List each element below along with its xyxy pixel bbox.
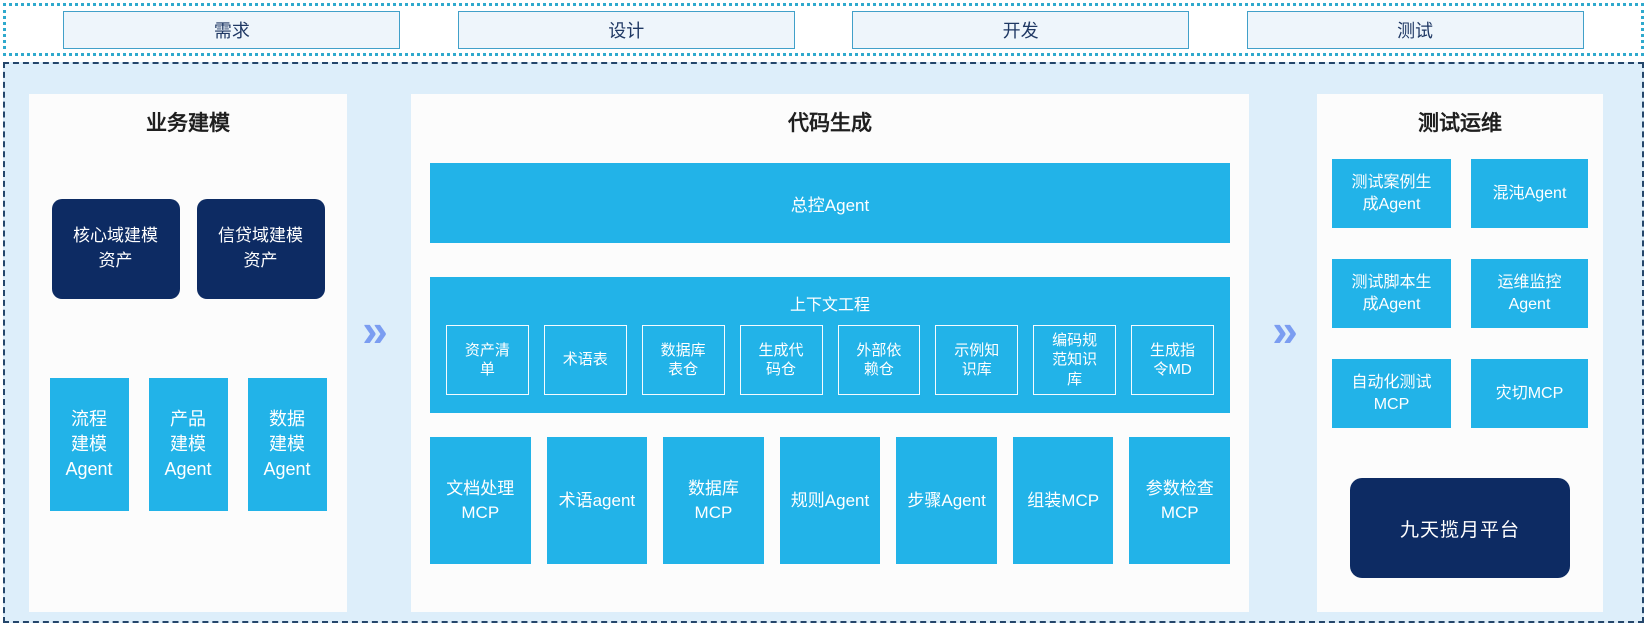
test-ops-box: 测试案例生 成Agent [1332,159,1451,228]
phase-strip: 需求 设计 开发 测试 [3,3,1644,56]
context-item-box: 示例知 识库 [935,325,1019,395]
phase-box: 开发 [852,10,1190,49]
context-item-label: 外部依 赖仓 [856,341,902,379]
tool-box: 组装MCP [1012,437,1114,564]
code-generation-title: 代码生成 [788,112,872,135]
phase-label: 开发 [1002,20,1039,41]
modeling-asset-box: 核心域建模 资产 [51,199,180,299]
phase-label: 需求 [213,20,250,41]
tool-label: 步骤Agent [907,490,986,510]
tool-label: 术语agent [558,490,636,510]
main-region: 业务建模 核心域建模 资产 信贷域建模 资产 流程 建模 Agent [3,62,1644,623]
context-item-box: 编码规 范知识 库 [1033,325,1117,395]
tool-label: 参数检查 MCP [1145,478,1214,522]
phase-box: 测试 [1246,10,1584,49]
test-ops-grid: 测试案例生 成Agent 混沌Agent 测试脚本生 成Agent 运维监控 A… [1317,159,1603,428]
context-item-box: 生成代 码仓 [739,325,823,395]
context-item-row: 资产清 单 术语表 数据库 表仓 生成代 码仓 [446,325,1214,395]
test-ops-title: 测试运维 [1418,112,1502,135]
tool-box: 文档处理 MCP [430,437,531,564]
tool-box: 术语agent [546,437,648,564]
modeling-agent-label: 流程 建模 Agent [65,408,113,480]
test-ops-label: 混沌Agent [1492,184,1567,202]
tool-box: 步骤Agent [896,437,997,564]
context-item-box: 资产清 单 [446,325,529,395]
context-item-box: 外部依 赖仓 [837,325,921,395]
test-ops-label: 灾切MCP [1495,384,1564,402]
modeling-agent-box: 数据 建模 Agent [247,378,327,511]
tool-box: 参数检查 MCP [1129,437,1231,564]
test-ops-label: 测试案例生 成Agent [1351,173,1432,213]
modeling-agent-box: 流程 建模 Agent [49,378,129,511]
phase-box: 设计 [457,10,795,49]
tool-row: 文档处理 MCP 术语agent 数据库 MCP 规则Agent [430,437,1231,564]
modeling-asset-label: 核心域建模 资产 [73,226,158,270]
context-item-box: 数据库 表仓 [641,325,725,395]
context-item-box: 生成指 令MD [1131,325,1214,395]
phase-box: 需求 [63,10,401,49]
test-ops-box: 运维监控 Agent [1471,259,1588,328]
modeling-agent-label: 数据 建模 Agent [263,408,311,480]
modeling-agent-box: 产品 建模 Agent [148,378,228,511]
test-ops-box: 测试脚本生 成Agent [1332,259,1451,328]
context-engineering-box: 上下文工程 资产清 单 术语表 数据库 表仓 [430,277,1230,413]
context-item-label: 示例知 识库 [954,341,1000,379]
modeling-agent-label: 产品 建模 Agent [164,408,212,480]
phase-label: 设计 [608,20,645,41]
test-ops-box: 自动化测试 MCP [1332,359,1451,428]
context-item-label: 资产清 单 [464,341,510,379]
test-ops-box: 灾切MCP [1471,359,1588,428]
panel-test-ops: 测试运维 测试案例生 成Agent 混沌Agent 测试脚本生 成Agent [1317,94,1603,612]
platform-box: 九天揽月平台 [1350,478,1570,578]
tool-label: 组装MCP [1027,490,1100,510]
flow-arrow-icon: » [362,304,388,356]
test-ops-box: 混沌Agent [1471,159,1588,228]
test-ops-label: 运维监控 Agent [1497,273,1562,313]
tool-label: 数据库 MCP [687,478,739,522]
asset-row: 核心域建模 资产 信贷域建模 资产 [29,199,347,299]
flow-arrow-icon: » [1272,304,1298,356]
panel-code-generation: 代码生成 总控Agent 上下文工程 资产清 单 术语表 [411,94,1249,612]
context-item-label: 生成代 码仓 [758,341,804,379]
test-ops-label: 自动化测试 MCP [1351,373,1432,413]
tool-box: 规则Agent [779,437,881,564]
modeling-asset-label: 信贷域建模 资产 [218,226,303,270]
context-engineering-title: 上下文工程 [789,297,870,314]
phase-label: 测试 [1397,20,1434,41]
modeling-asset-box: 信贷域建模 资产 [196,199,325,299]
context-item-label: 数据库 表仓 [660,341,706,379]
tool-label: 规则Agent [790,490,870,510]
modeling-agent-row: 流程 建模 Agent 产品 建模 Agent 数据 建模 Agent [29,378,347,511]
tool-label: 文档处理 MCP [446,478,515,522]
test-ops-label: 测试脚本生 成Agent [1351,273,1432,313]
panel-business-modeling: 业务建模 核心域建模 资产 信贷域建模 资产 流程 建模 Agent [29,94,347,612]
tool-box: 数据库 MCP [663,437,764,564]
context-item-label: 术语表 [562,351,608,369]
context-item-box: 术语表 [543,325,627,395]
master-agent-bar: 总控Agent [430,163,1230,243]
context-item-label: 编码规 范知识 库 [1052,331,1098,388]
context-item-label: 生成指 令MD [1150,341,1196,379]
business-modeling-title: 业务建模 [146,112,230,135]
